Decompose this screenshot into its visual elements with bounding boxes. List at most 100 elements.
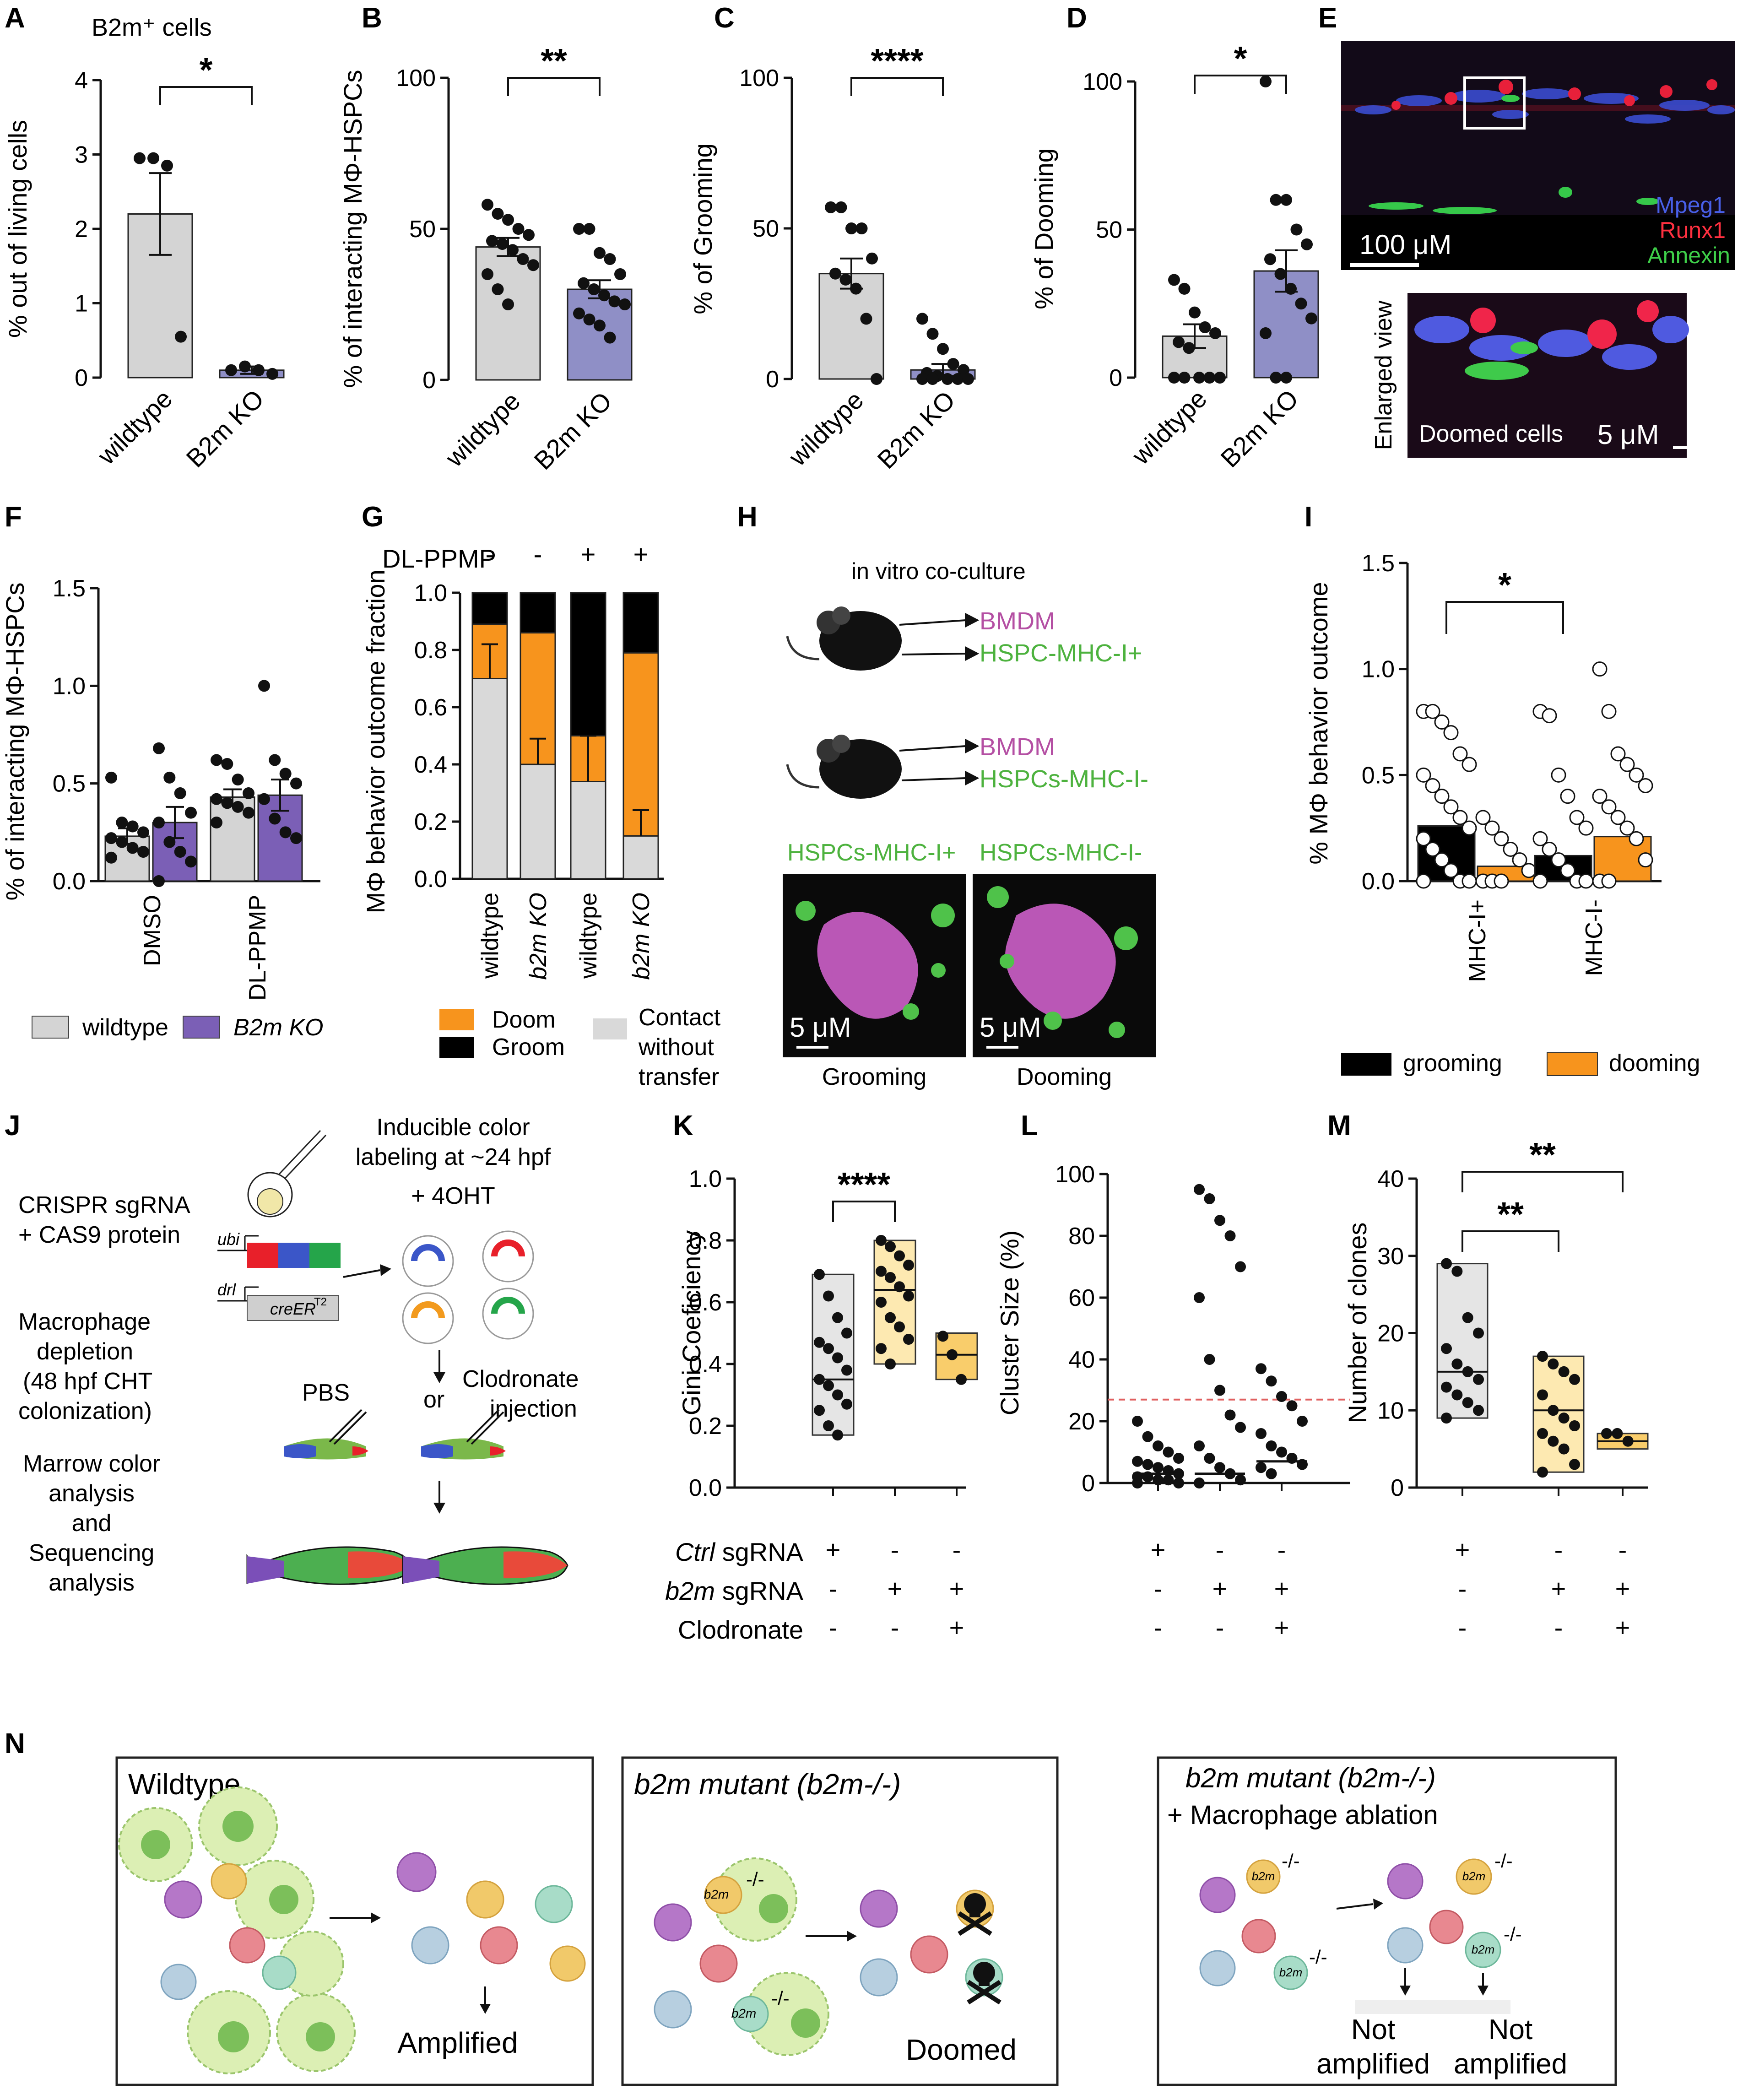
panel-b-data-point <box>527 259 539 271</box>
panel-d-data-point <box>1290 223 1303 236</box>
panel-i-data-point <box>1425 778 1440 793</box>
panel-f-data-point <box>153 742 165 754</box>
panel-d-data-point <box>1301 238 1313 250</box>
panel-f-data-point <box>185 806 197 819</box>
panel-d-data-point <box>1280 194 1292 206</box>
panel-i-data-point <box>1521 863 1537 878</box>
panel-d-data-point <box>1193 372 1205 384</box>
panel-f-data-point <box>116 817 128 828</box>
panel-m-sign: - <box>1458 1574 1467 1603</box>
panel-c-data-point <box>962 373 974 385</box>
panel-l-sign: + <box>1274 1613 1289 1642</box>
panel-f-data-point <box>174 846 186 858</box>
panel-k-data-point <box>823 1420 834 1431</box>
j-clod-2: injection <box>490 1396 577 1422</box>
panel-k-data-point <box>876 1297 887 1308</box>
panel-i-data-point <box>1542 708 1557 724</box>
panel-f-y-tick-label: 1.0 <box>53 673 86 699</box>
panel-m-data-point <box>1441 1413 1452 1424</box>
panel-f-data-point <box>243 806 254 819</box>
panel-i-y-tick-label: 1.0 <box>1362 656 1395 683</box>
panel-b-y-tick-label: 100 <box>396 65 436 92</box>
panel-k-data-point <box>894 1321 905 1332</box>
panel-f-data-point <box>258 680 270 692</box>
panel-f-data-point <box>105 832 117 844</box>
panel-f-data-point <box>105 851 117 864</box>
panel-b-data-point <box>486 235 498 247</box>
panel-k-significance-star: **** <box>838 1165 890 1203</box>
panel-d-data-point <box>1199 321 1211 334</box>
panel-i-data-point <box>1551 767 1566 783</box>
j-induce-2: labeling at ~24 hpf <box>356 1144 551 1170</box>
panel-i-significance-star: * <box>1498 566 1511 604</box>
panel-e-annexin: Annexin <box>1647 243 1730 268</box>
panel-c-data-point <box>942 373 953 385</box>
panel-letter-m: M <box>1327 1110 1351 1142</box>
panel-k-data-point <box>894 1281 905 1293</box>
panel-i-data-point <box>1578 820 1594 836</box>
panel-m-data-point <box>1558 1413 1570 1424</box>
panel-i-data-point <box>1629 831 1644 846</box>
n-ko-sup-6: -/- <box>1504 1923 1522 1945</box>
panel-k-data-point <box>823 1380 834 1391</box>
panel-a-title: B2m⁺ cells <box>92 14 212 41</box>
row-clodronate: Clodronate <box>678 1615 803 1644</box>
panel-l-data-point <box>1142 1459 1153 1470</box>
panel-i-data-point <box>1434 714 1450 730</box>
panel-l-data-point <box>1163 1474 1174 1486</box>
panel-m-data-point <box>1548 1359 1559 1369</box>
panel-m-data-point <box>1569 1459 1580 1470</box>
panel-i-data-point <box>1610 746 1626 762</box>
panel-g-y-tick-label: 0.2 <box>414 809 447 835</box>
panel-k-sign: + <box>949 1613 964 1642</box>
panel-i-data-point <box>1560 789 1575 804</box>
panel-n: Wildtype b2m mutant (b2m-/-) b2m mutant … <box>115 1756 1617 2086</box>
panel-b-data-point <box>502 214 514 226</box>
panel-a-data-point <box>147 152 159 164</box>
panel-i-data-point <box>1610 810 1626 825</box>
j-crispr-1: CRISPR sgRNA <box>18 1192 190 1218</box>
panel-m-sign: - <box>1554 1535 1563 1564</box>
panel-i-data-point <box>1503 842 1518 857</box>
panel-f-data-point <box>174 787 186 799</box>
panel-k-sign: - <box>953 1535 961 1564</box>
panel-g-legend: Doom Groom Contact without transfer <box>439 1004 721 1090</box>
panel-c-y-tick-label: 50 <box>752 216 779 242</box>
panel-c-data-point <box>845 222 857 234</box>
panel-k-y-tick-label: 1.0 <box>689 1166 722 1192</box>
panel-b-data-point <box>604 253 616 265</box>
legend-grooming: grooming <box>1403 1050 1502 1077</box>
j-drl: drl <box>217 1280 236 1299</box>
panel-m-data-point <box>1441 1343 1452 1354</box>
panel-e-scale-5: 5 μM <box>1597 419 1659 450</box>
panel-g-x-label: b2m KO <box>525 893 552 980</box>
panel-m-sign: - <box>1458 1613 1467 1642</box>
panel-b-data-point <box>492 208 504 220</box>
j-mac-1: Macrophage <box>18 1309 151 1335</box>
panel-i-data-point <box>1416 767 1431 783</box>
panel-d-data-point <box>1173 336 1185 348</box>
panel-i-data-point <box>1416 873 1431 889</box>
panel-k-y-tick-label: 0.2 <box>689 1413 722 1440</box>
n-box3-outcome-2b: amplified <box>1454 2048 1567 2080</box>
panel-c-data-point <box>860 313 872 325</box>
panel-m-data-point <box>1473 1405 1484 1416</box>
panel-i-y-tick-label: 1.5 <box>1362 550 1395 577</box>
panel-b-data-point <box>573 307 585 319</box>
panel-i-legend: grooming dooming <box>1341 1050 1700 1077</box>
panel-f-y-tick-label: 0.5 <box>53 771 86 797</box>
panel-a-data-point <box>134 152 146 164</box>
panel-b-significance-star: ** <box>541 42 567 80</box>
panel-d-ylabel: % of Dooming <box>1029 148 1058 309</box>
panel-i-data-point <box>1629 767 1644 783</box>
panel-g-dlppmp: DL-PPMP <box>382 544 496 573</box>
panel-l-data-point <box>1297 1416 1308 1427</box>
panel-c-data-point <box>835 201 847 213</box>
panel-g-segment <box>570 781 606 880</box>
panel-b-data-point <box>604 331 616 344</box>
panel-f-ylabel: % of interacting MΦ-HSPCs <box>0 582 29 900</box>
j-marrow-2: analysis <box>49 1480 135 1507</box>
panel-d-data-point <box>1168 372 1180 384</box>
n-b2m-tag-6: b2m <box>1472 1943 1495 1956</box>
panel-c-significance-bracket <box>850 77 944 96</box>
